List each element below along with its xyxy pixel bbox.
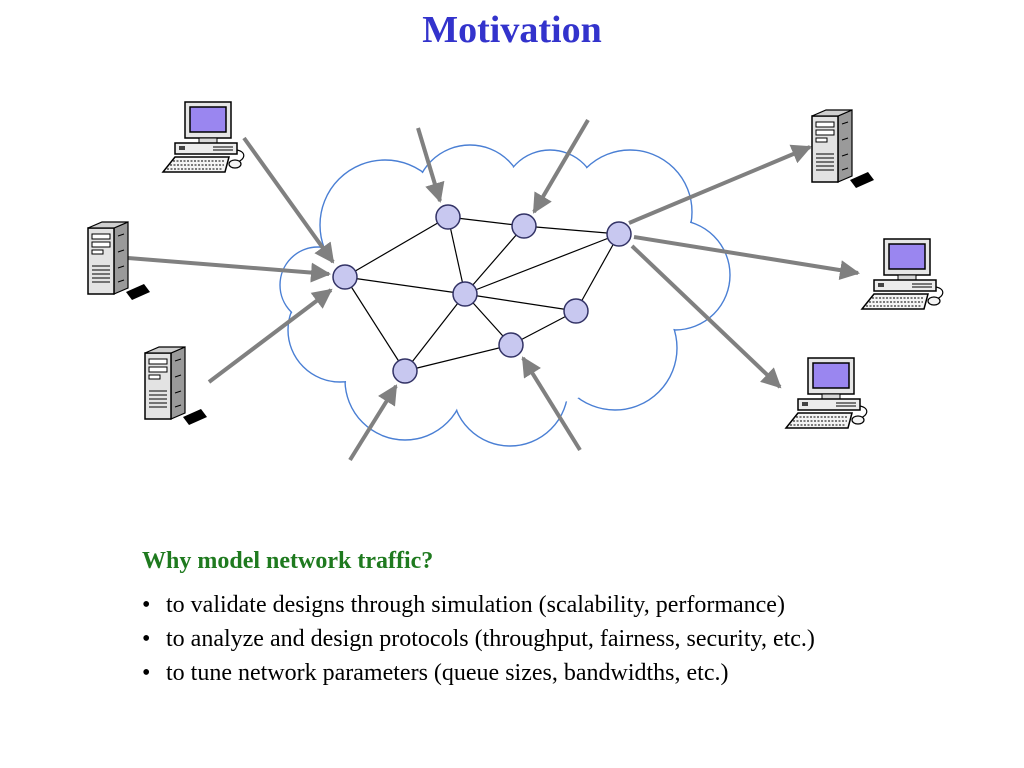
link (523, 225, 620, 235)
bullet-text: to analyze and design protocols (through… (166, 626, 815, 652)
bullet-item: • to validate designs through simulation … (142, 588, 1002, 622)
arrow (348, 384, 398, 462)
arrow (633, 235, 860, 281)
link (344, 216, 449, 278)
bullet-dot: • (142, 626, 151, 652)
arrow (532, 118, 590, 214)
router-node (563, 298, 589, 324)
bullet-dot: • (142, 660, 151, 686)
router-node (606, 221, 632, 247)
router-node (511, 213, 537, 239)
bullet-list: • to validate designs through simulation … (142, 588, 1002, 690)
link (447, 216, 466, 295)
network-diagram (87, 101, 944, 462)
link (344, 276, 466, 295)
arrow (207, 288, 333, 384)
arrow (127, 256, 331, 283)
link (464, 225, 525, 295)
arrow (416, 127, 445, 203)
question-heading: Why model network traffic? (142, 548, 434, 574)
bullet-item: • to tune network parameters (queue sizes… (142, 656, 1002, 690)
router-node (392, 358, 418, 384)
router-node (435, 204, 461, 230)
router-node (498, 332, 524, 358)
link (447, 216, 525, 227)
link (464, 293, 577, 312)
link (575, 233, 620, 312)
arrow (630, 244, 782, 389)
link (404, 344, 512, 372)
link (464, 233, 620, 295)
router-node (332, 264, 358, 290)
arrow (628, 144, 812, 225)
router-nodes (332, 204, 632, 384)
desktop-computer-icon (861, 238, 944, 310)
desktop-computer-icon (162, 101, 245, 173)
motivation-text: Why model network traffic? • to validate … (142, 544, 1002, 690)
desktop-computer-icon (785, 357, 868, 429)
traffic-arrows (127, 118, 860, 462)
slide-title: Motivation (422, 9, 602, 51)
bullet-dot: • (142, 592, 151, 618)
tower-server-icon (811, 109, 875, 189)
link (344, 276, 406, 372)
tower-server-icon (144, 346, 208, 426)
bullet-item: • to analyze and design protocols (throug… (142, 622, 1002, 656)
arrow (242, 136, 335, 264)
link (404, 293, 466, 372)
bullet-text: to validate designs through simulation (… (166, 592, 785, 618)
router-node (452, 281, 478, 307)
bullet-text: to tune network parameters (queue sizes,… (166, 660, 729, 686)
arrow (521, 356, 582, 452)
